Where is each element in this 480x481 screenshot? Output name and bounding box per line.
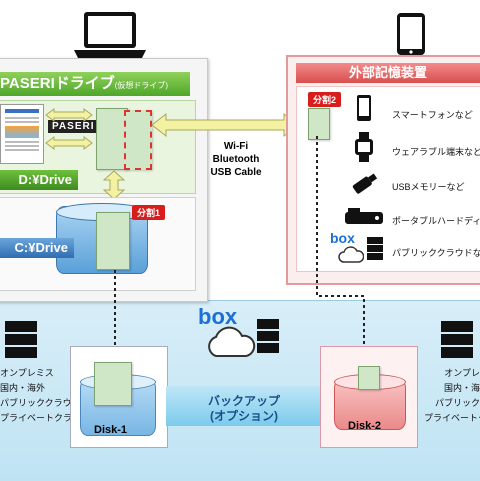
backup-line-2: (オプション) [210, 409, 278, 423]
right-line-2: 国内・海 [443, 383, 480, 393]
public-cloud-icon [338, 246, 364, 263]
cloud-icon [208, 326, 256, 357]
shredded-document-fragment [124, 110, 152, 170]
split1-document [96, 212, 130, 270]
paseri-title-sub: (仮想ドライブ) [114, 81, 169, 90]
disk2-label: Disk-2 [348, 420, 382, 432]
backup-label: バックアップ (オプション) [184, 394, 304, 424]
right-line-1: オンプレ [444, 368, 480, 378]
left-line-2: 国内・海外 [0, 383, 46, 393]
tablet-icon [397, 13, 425, 55]
device-label-hdd: ポータブルハードディ [392, 216, 480, 226]
paseri-title-text: PASERIドライブ [0, 75, 115, 92]
smartwatch-icon [355, 132, 373, 162]
disk1-label: Disk-1 [94, 424, 128, 436]
left-storage-types: オンプレミス 国内・海外 パブリッククラウド プライベートクラウド [0, 366, 90, 426]
backup-line-1: バックアップ [207, 394, 280, 408]
server-icon [367, 237, 383, 260]
backup-arrow [166, 386, 322, 426]
split2-document [308, 108, 330, 140]
virtual-drive-label: D:¥Drive [0, 170, 78, 190]
right-line-3: パブリック [434, 398, 480, 408]
split2-tag: 分割2 [308, 92, 342, 107]
physical-drive-label: C:¥Drive [0, 238, 74, 258]
device-label-usb: USBメモリーなど [392, 182, 465, 192]
right-storage-types: オンプレ 国内・海 パブリック プライベートク [424, 366, 480, 426]
external-storage-title: 外部記憶装置 [296, 63, 480, 83]
split-arrow-icon [45, 108, 93, 122]
portable-hdd-icon [345, 208, 383, 224]
on-premise-server-icon-right [441, 321, 473, 358]
box-logo-small: box [330, 230, 355, 246]
left-line-3: パブリッククラウド [0, 398, 81, 408]
dotted-connector-right [316, 136, 367, 356]
usb-memory-icon [352, 173, 378, 194]
split1-tag: 分割1 [132, 205, 166, 220]
on-premise-server-icon-left [5, 321, 37, 358]
usb-cable-label: USB Cable [210, 167, 262, 178]
wifi-label: Wi-Fi [223, 141, 249, 152]
left-line-1: オンプレミス [0, 368, 54, 378]
device-label-wearable: ウェアラブル端末など [392, 147, 480, 157]
vertical-double-arrow-icon [102, 170, 126, 200]
bluetooth-label: Bluetooth [212, 154, 260, 165]
left-line-4: プライベートクラウド [0, 413, 91, 423]
server-icon-center [257, 319, 279, 353]
laptop-icon [74, 12, 146, 58]
wireless-connection-arrow [151, 112, 299, 138]
device-label-smartphone: スマートフォンなど [392, 110, 473, 120]
disk2-document [358, 366, 380, 390]
merge-arrow-icon [45, 136, 93, 150]
paseri-drive-title: PASERIドライブ(仮想ドライブ) [0, 72, 190, 96]
box-logo: box [198, 304, 238, 329]
connection-labels: Wi-Fi Bluetooth USB Cable [206, 140, 266, 179]
smartphone-icon [357, 95, 371, 121]
document-thumbnail [0, 104, 44, 164]
right-line-4: プライベートク [424, 413, 480, 423]
device-label-cloud: パブリッククラウドなど [392, 248, 480, 258]
disk1-document [94, 362, 132, 406]
paseri-logo: PASERI [48, 120, 99, 133]
